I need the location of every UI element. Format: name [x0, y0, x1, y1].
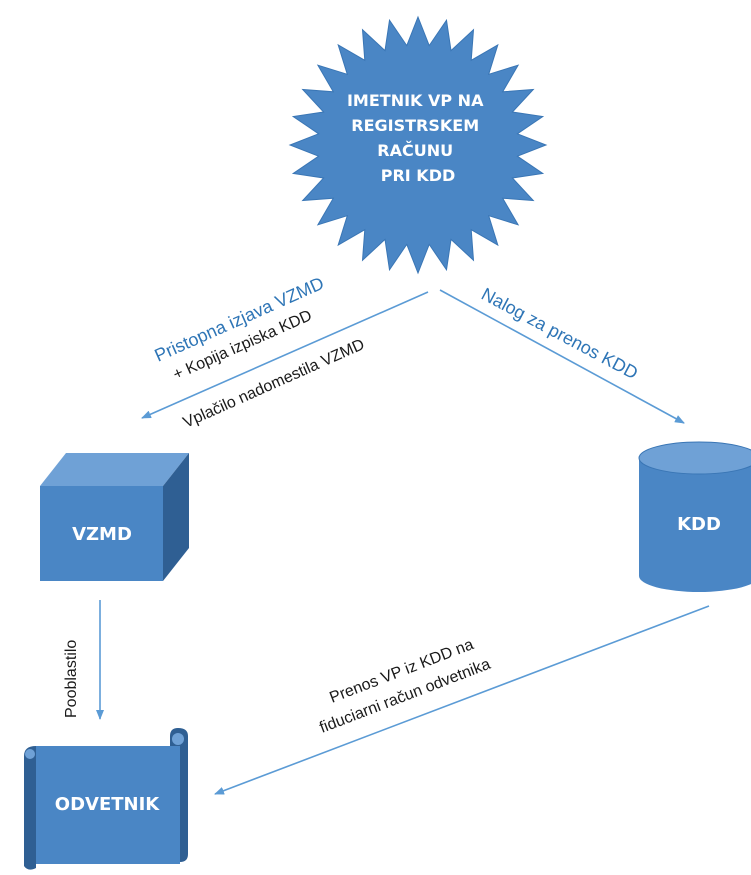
edge-label-vzmd-to-odvetnik: Pooblastilo — [63, 640, 80, 718]
scroll-left-roll — [24, 746, 36, 870]
holder-label-line-4: PRI KDD — [381, 166, 456, 185]
holder-label-line-3: RAČUNU — [377, 141, 453, 160]
vzmd-label: VZMD — [72, 524, 132, 545]
cylinder-body — [639, 458, 751, 592]
cube-top-face — [40, 453, 189, 486]
scroll-right-roll — [170, 728, 188, 862]
scroll-curl — [172, 733, 184, 745]
edge-label-power-of-attorney: Pooblastilo — [63, 640, 80, 718]
holder-label-line-2: REGISTRSKEM — [351, 116, 479, 135]
cube-side-face — [163, 453, 189, 581]
holder-label: IMETNIK VP NA REGISTRSKEM RAČUNU PRI KDD — [347, 91, 489, 185]
cube-front-face — [40, 486, 163, 581]
edge-label-transfer-order: Nalog za prenos KDD — [478, 284, 641, 383]
starburst-shape — [288, 15, 548, 275]
odvetnik-scroll: ODVETNIK — [24, 728, 188, 870]
odvetnik-label: ODVETNIK — [55, 794, 161, 815]
kdd-cylinder: KDD — [638, 441, 751, 592]
cylinder-top — [638, 441, 751, 475]
holder-label-line-1: IMETNIK VP NA — [347, 91, 484, 110]
arrow-holder-to-vzmd — [141, 291, 429, 419]
arrow-kdd-to-odvetnik — [214, 605, 710, 795]
vzmd-cube: VZMD — [40, 453, 189, 581]
holder-starburst: IMETNIK VP NA REGISTRSKEM RAČUNU PRI KDD — [288, 15, 548, 275]
kdd-label: KDD — [677, 514, 721, 535]
scroll-curl-left — [25, 749, 35, 759]
scroll-body — [36, 746, 180, 864]
edge-label-holder-to-kdd: Nalog za prenos KDD — [478, 284, 641, 383]
arrow-holder-to-kdd — [439, 289, 685, 424]
